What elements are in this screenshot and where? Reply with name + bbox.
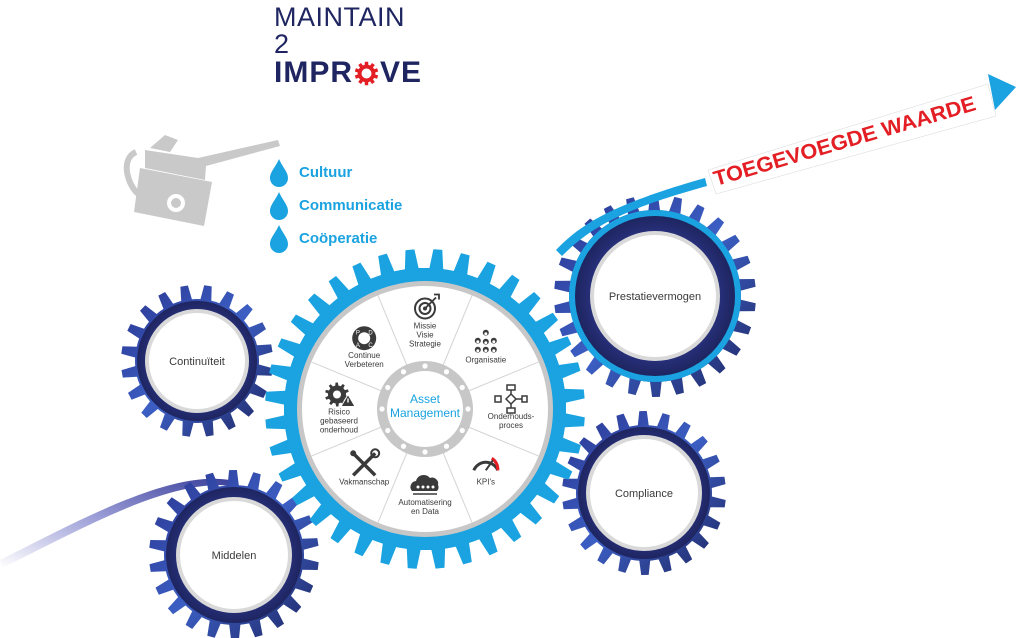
segment-divider xyxy=(442,451,473,523)
segment-divider xyxy=(311,426,383,457)
gear-continuiteit-face xyxy=(149,313,245,409)
segment-divider xyxy=(442,295,473,367)
water-drop-icon xyxy=(270,224,288,253)
drop-label-communicatie: Communicatie xyxy=(299,197,403,214)
segment-divider xyxy=(377,451,408,523)
organisation-icon xyxy=(474,329,497,353)
gear-compliance-face xyxy=(590,439,698,547)
segment-label-7-1: Verbeteren xyxy=(345,360,384,369)
inner-ring-dot xyxy=(400,369,407,375)
flowchart-icon xyxy=(494,384,528,414)
inner-ring-dot xyxy=(443,369,450,375)
logo-word-suffix: VE xyxy=(380,56,423,89)
gear-middelen-label: Middelen xyxy=(212,550,257,562)
water-drop-icon xyxy=(270,158,288,187)
segment-label-4-1: en Data xyxy=(411,507,440,516)
gear-continuiteit-label: Continuïteit xyxy=(169,356,225,368)
drop-item-cultuur: Cultuur xyxy=(268,156,402,189)
drop-list: Cultuur Communicatie Coöperatie xyxy=(268,156,402,255)
segment-label-6-2: onderhoud xyxy=(320,426,358,435)
water-drop-icon xyxy=(270,191,288,220)
segment-label-3-0: KPI's xyxy=(477,477,495,486)
segment-label-0-0: Missie xyxy=(414,322,437,331)
gear-compliance: Compliance xyxy=(562,411,726,575)
segment-label-0-2: Strategie xyxy=(409,340,442,349)
gear-prestatievermogen-face xyxy=(594,235,716,357)
gear-prestatievermogen-label: Prestatievermogen xyxy=(609,291,701,303)
tools-icon xyxy=(350,448,381,477)
segment-label-5-0: Vakmanschap xyxy=(339,477,390,486)
svg-text:P: P xyxy=(356,330,360,336)
center-title-line2: Management xyxy=(390,406,461,420)
inner-ring-dot xyxy=(422,363,428,369)
logo-line-3: IMPR VE xyxy=(274,58,422,88)
segment-label-2-0: Onderhouds- xyxy=(488,412,535,421)
inner-ring-dot xyxy=(422,449,428,455)
risk-gear-icon xyxy=(325,382,356,407)
segment-divider xyxy=(311,361,383,392)
svg-text:A: A xyxy=(356,343,360,349)
value-arrow-body xyxy=(707,83,997,195)
inner-ring-dot xyxy=(459,384,465,391)
svg-text:C: C xyxy=(368,343,373,349)
drop-label-cultuur: Cultuur xyxy=(299,164,353,181)
logo-word-prefix: IMPR xyxy=(274,56,353,89)
logo-line-2: 2 xyxy=(274,29,290,59)
drop-item-cooperatie: Coöperatie xyxy=(268,222,402,255)
cloud-icon xyxy=(410,474,439,495)
gear-middelen-face xyxy=(180,501,288,609)
center-title-line1: Asset xyxy=(410,392,441,406)
svg-text:D: D xyxy=(368,330,373,336)
segment-label-2-1: proces xyxy=(499,421,523,430)
gear-middelen: Middelen xyxy=(149,470,319,638)
inner-ring-dot xyxy=(465,406,471,412)
value-arrow-label: TOEGEVOEGDE WAARDE xyxy=(711,92,979,190)
logo: MAINTAIN 2 IMPR VE xyxy=(274,4,422,88)
oil-can-icon xyxy=(123,135,280,226)
gear-compliance-label: Compliance xyxy=(615,488,673,500)
segment-label-7-0: Continue xyxy=(348,351,381,360)
inner-ring-dot xyxy=(443,443,450,449)
logo-line-1: MAINTAIN xyxy=(274,2,405,32)
drop-label-cooperatie: Coöperatie xyxy=(299,230,378,247)
inner-ring-dot xyxy=(459,427,465,434)
segment-label-6-1: gebaseerd xyxy=(320,417,358,426)
inner-ring-dot xyxy=(385,427,391,434)
gear-prestatievermogen: Prestatievermogen xyxy=(554,195,756,397)
segment-divider xyxy=(377,295,408,367)
segment-label-1-0: Organisatie xyxy=(465,356,506,365)
inner-ring-dot xyxy=(400,443,407,449)
segment-divider xyxy=(467,361,539,392)
gauge-icon xyxy=(472,457,500,472)
asset-inner-face xyxy=(387,371,463,447)
value-arrow-head xyxy=(988,74,1016,110)
segment-label-0-1: Visie xyxy=(416,331,434,340)
inner-ring-dot xyxy=(385,384,391,391)
gear-o-icon xyxy=(354,61,379,86)
pdca-icon: P D C A xyxy=(352,326,377,351)
gear-continuiteit: Continuïteit xyxy=(121,285,273,437)
drop-item-communicatie: Communicatie xyxy=(268,189,402,222)
segment-label-4-0: Automatisering xyxy=(398,498,451,507)
segment-divider xyxy=(467,426,539,457)
value-arrow-stripe xyxy=(556,178,707,256)
inner-ring-dot xyxy=(379,406,385,412)
segment-label-6-0: Risico xyxy=(328,408,350,417)
target-icon xyxy=(414,293,440,320)
